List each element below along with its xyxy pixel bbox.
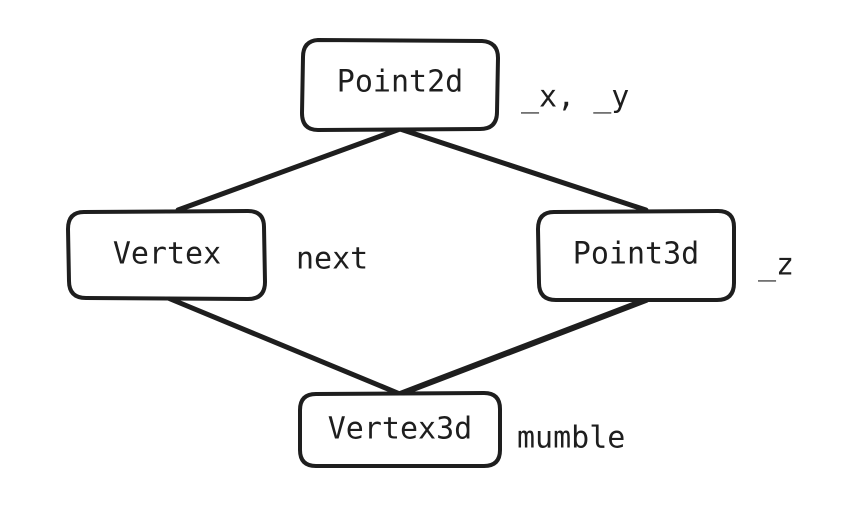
node-vertex-box bbox=[65, 208, 268, 302]
node-vertex3d-box bbox=[298, 390, 502, 468]
node-point3d-fields: _z bbox=[758, 248, 794, 283]
node-point3d-label: Point3d bbox=[573, 237, 699, 272]
node-point3d: Point3d bbox=[535, 208, 736, 302]
node-point2d-box bbox=[299, 37, 501, 133]
node-point2d-fields: _x, _y bbox=[521, 80, 629, 115]
edge-point3d-vertex3d bbox=[397, 297, 649, 397]
node-point2d-label: Point2d bbox=[337, 65, 463, 100]
node-vertex3d: Vertex3d bbox=[298, 390, 502, 468]
node-vertex: Vertex bbox=[65, 208, 268, 302]
node-vertex3d-fields: mumble bbox=[517, 421, 625, 456]
node-point2d: Point2d bbox=[299, 37, 501, 133]
edge-vertex-vertex3d bbox=[165, 295, 403, 397]
node-vertex-fields: next bbox=[296, 242, 368, 277]
node-vertex3d-label: Vertex3d bbox=[328, 412, 473, 447]
node-vertex-label: Vertex bbox=[113, 237, 221, 272]
edge-point2d-vertex bbox=[175, 126, 403, 213]
edge-point2d-point3d bbox=[397, 126, 649, 213]
edges bbox=[165, 126, 649, 397]
node-point3d-box bbox=[535, 208, 736, 302]
